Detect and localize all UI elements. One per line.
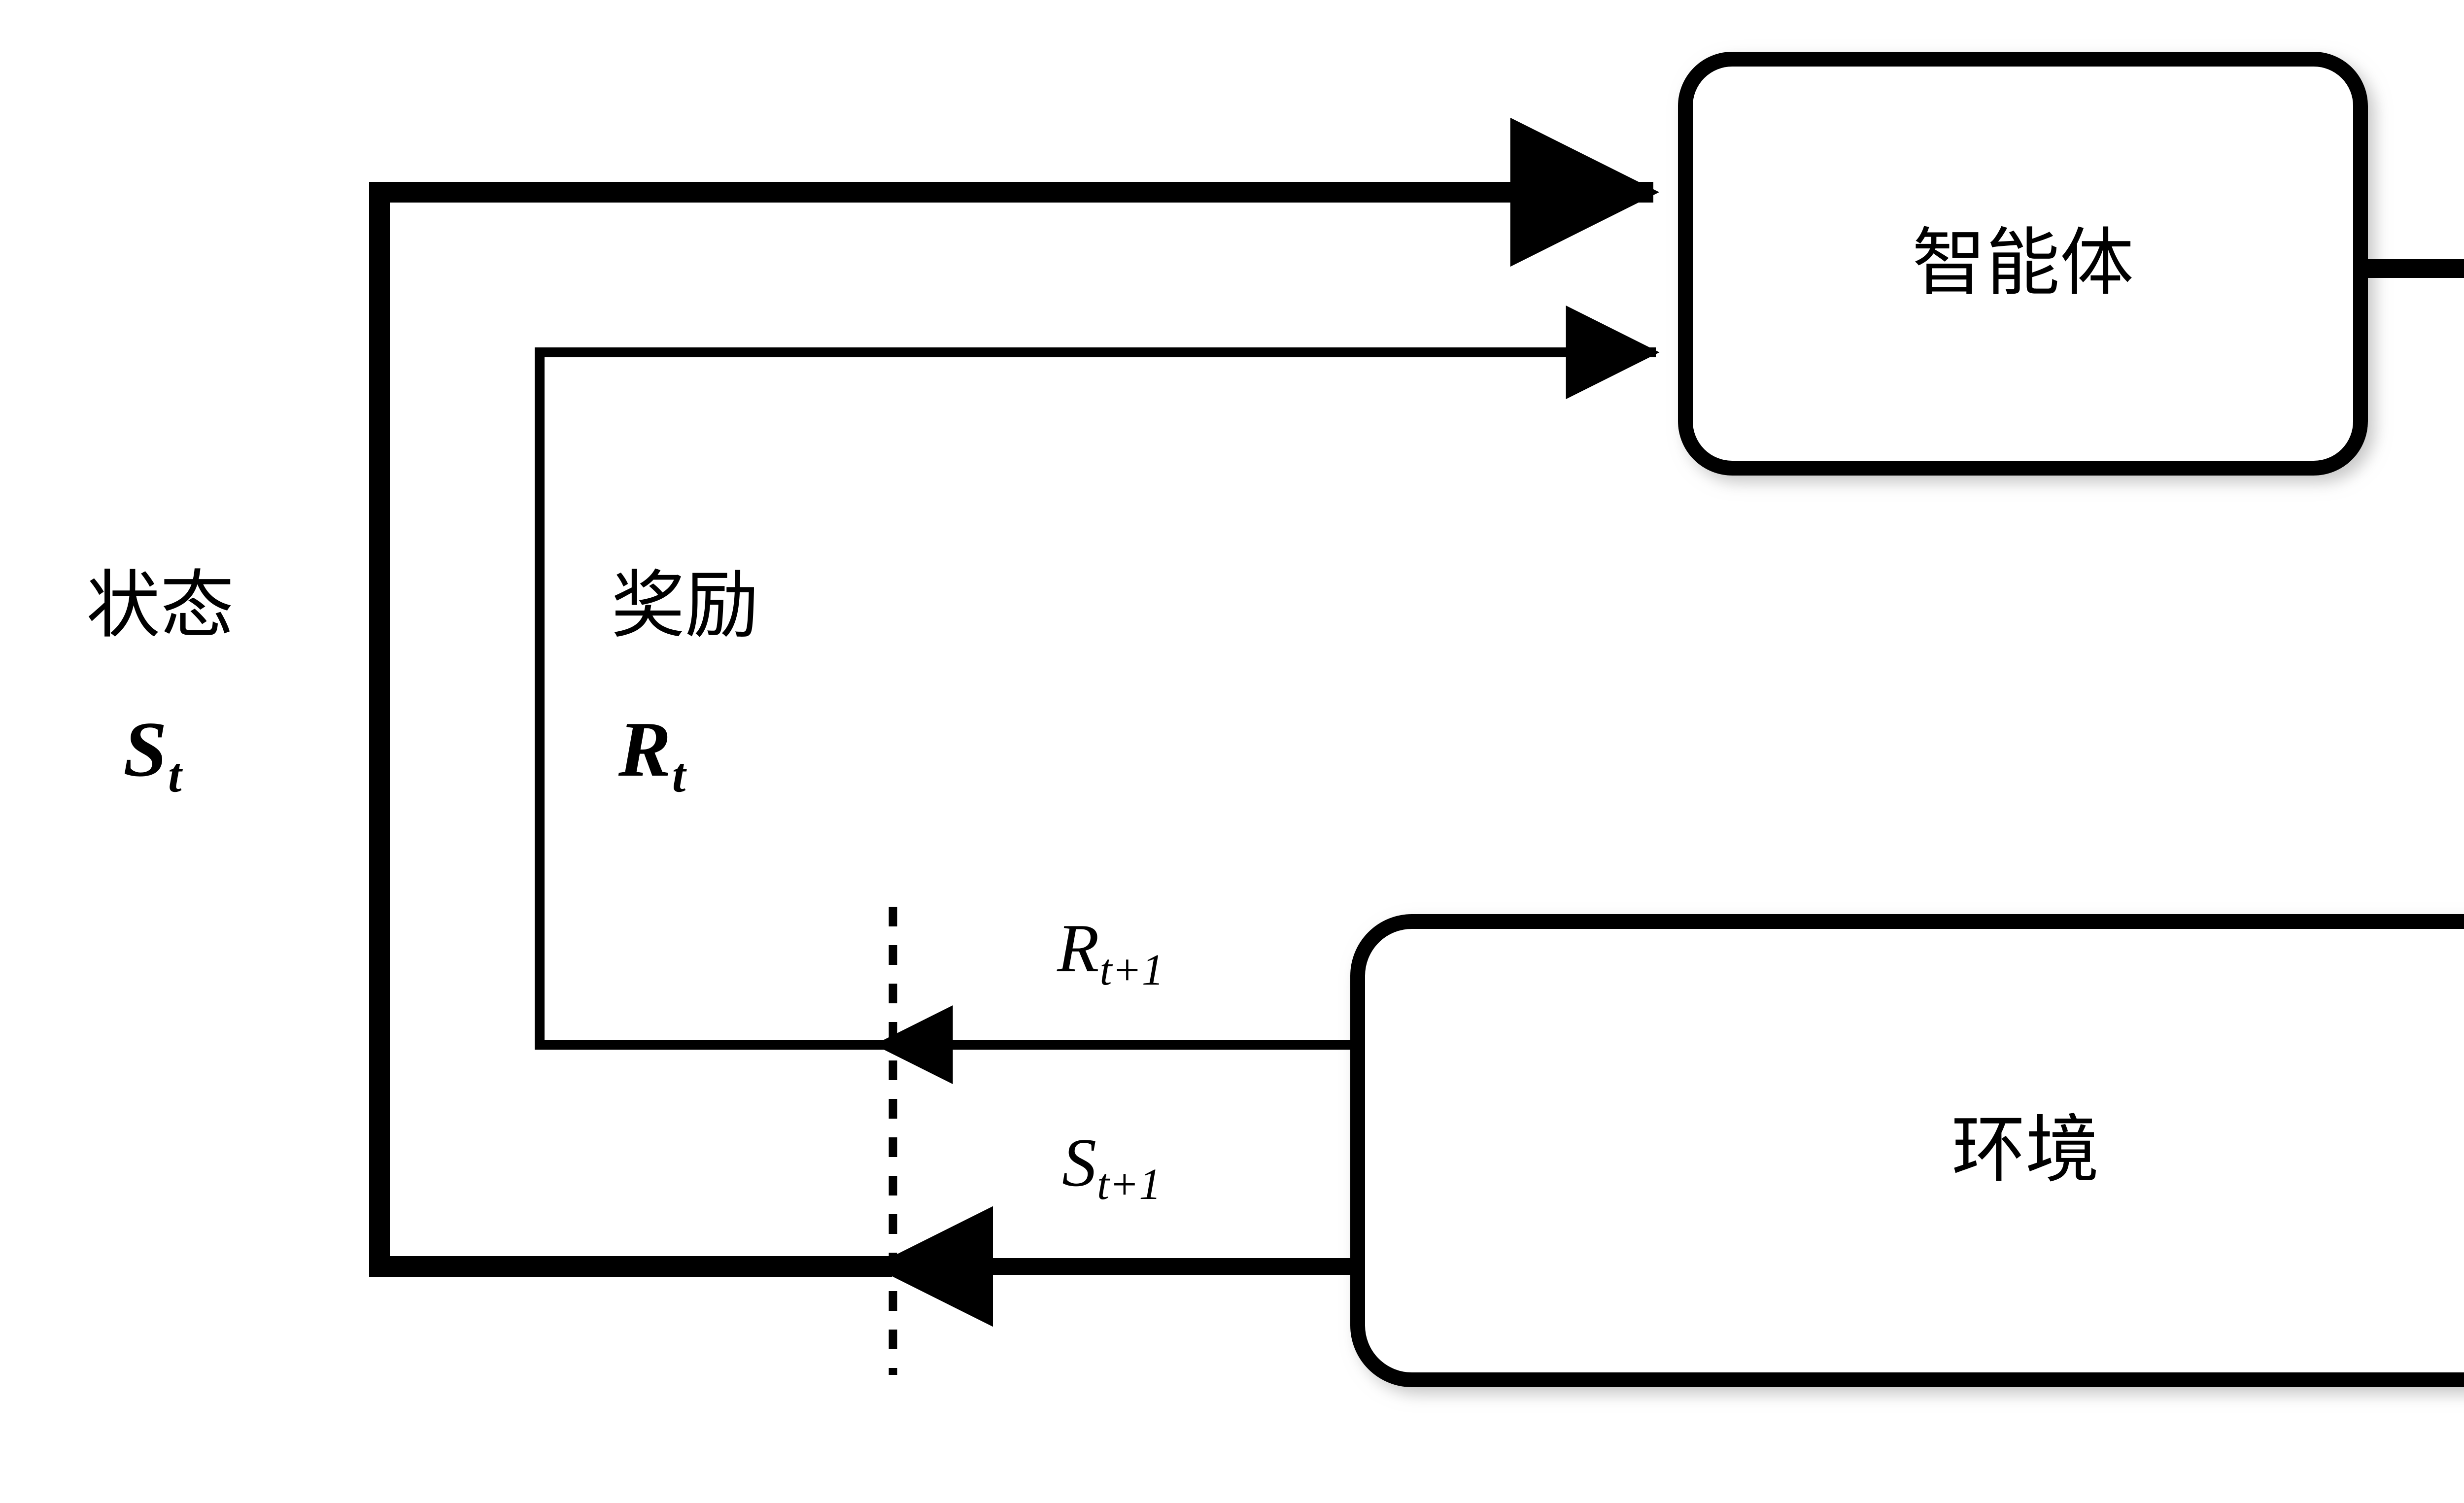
next-reward-symbol-base: R — [1057, 910, 1099, 987]
next-state-symbol-base: S — [1062, 1125, 1096, 1201]
next-reward-symbol-label: Rt+1 — [1057, 914, 1164, 992]
state-edge — [369, 117, 1660, 1277]
state-symbol-base: S — [123, 705, 167, 793]
next-reward-symbol-subscript: t+1 — [1099, 945, 1164, 994]
reward-symbol-base: R — [618, 705, 671, 793]
next-state-symbol-label: St+1 — [1062, 1125, 1162, 1209]
reward-edge — [535, 306, 1660, 1050]
agent-label: 智能体 — [1912, 223, 2134, 305]
state-label-text: 状态 — [86, 565, 235, 647]
environment-label: 环境 — [1951, 1110, 2099, 1192]
reward-label-text: 奖励 — [611, 565, 759, 647]
next-state-symbol-subscript: t+1 — [1097, 1160, 1162, 1209]
state-symbol-subscript: t — [168, 748, 182, 802]
environment-box — [1350, 914, 2464, 1387]
state-symbol-label: St — [123, 710, 182, 800]
reward-symbol-label: Rt — [618, 710, 685, 800]
reward-symbol-subscript: t — [672, 748, 686, 802]
